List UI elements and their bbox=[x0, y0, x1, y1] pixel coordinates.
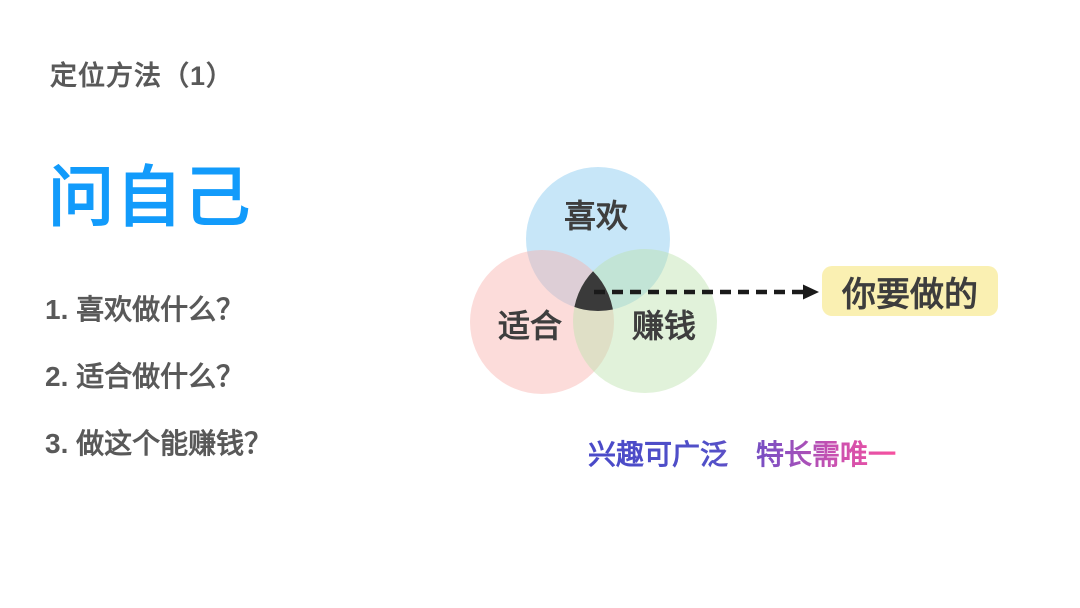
question-item-1: 1. 喜欢做什么？ bbox=[45, 294, 245, 325]
question-item-3: 3. 做这个能赚钱？ bbox=[45, 428, 273, 459]
result-box: 你要做的 bbox=[822, 266, 998, 316]
caption-gradient-text: 兴趣可广泛 特长需唯一 bbox=[588, 433, 896, 473]
arrowhead-icon bbox=[803, 284, 819, 300]
slide-title: 定位方法（1） bbox=[50, 61, 235, 91]
venn-label-fit: 适合 bbox=[497, 308, 563, 344]
venn-circle-money bbox=[573, 249, 717, 393]
question-item-2: 2. 适合做什么？ bbox=[45, 361, 245, 392]
result-label: 你要做的 bbox=[842, 275, 978, 314]
venn-circle-fit bbox=[470, 250, 614, 394]
heading-ask-yourself: 问自己 bbox=[48, 160, 252, 234]
question-list: 1. 喜欢做什么？ 2. 适合做什么？ 3. 做这个能赚钱？ bbox=[45, 296, 272, 458]
venn-label-like: 喜欢 bbox=[563, 198, 629, 234]
venn-label-money: 赚钱 bbox=[631, 308, 697, 344]
venn-circle-like bbox=[526, 167, 670, 311]
